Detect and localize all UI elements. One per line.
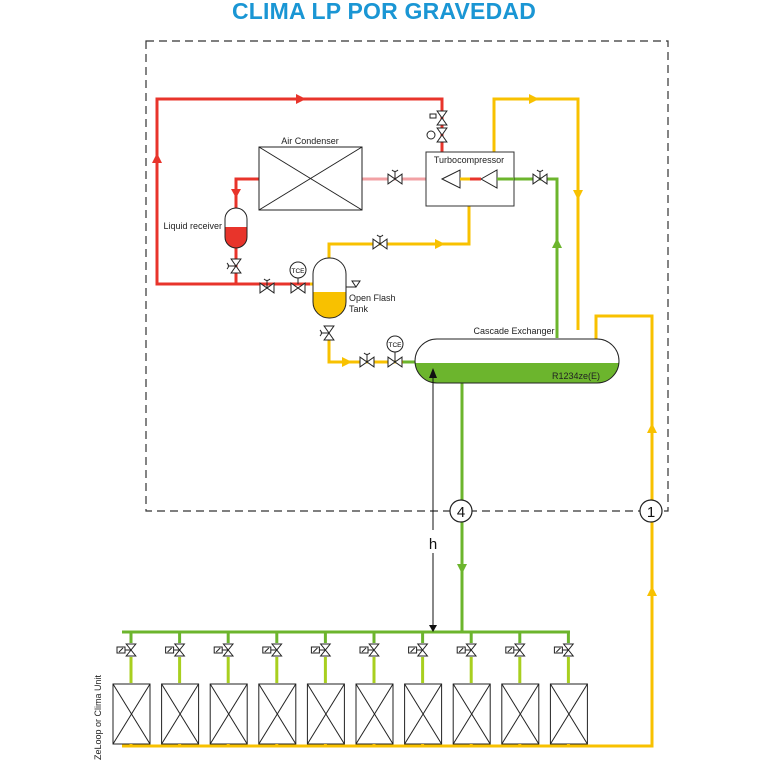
liquid-line bbox=[122, 97, 654, 748]
units-label: ZeLoop or Clima Unit bbox=[93, 674, 103, 760]
open-flash-tank-label: Open Flash bbox=[349, 293, 396, 303]
svg-text:1: 1 bbox=[647, 504, 655, 521]
svg-text:TCE: TCE bbox=[389, 342, 403, 349]
open-flash-tank-label-2: Tank bbox=[349, 304, 369, 314]
air-condenser-label: Air Condenser bbox=[281, 136, 339, 146]
tce-instrument: TCE bbox=[386, 335, 404, 362]
clima-unit[interactable] bbox=[501, 632, 540, 747]
height-label: h bbox=[429, 536, 437, 553]
solenoid-valve-icon[interactable] bbox=[310, 643, 332, 657]
pressure-gauge-icon bbox=[426, 113, 437, 140]
flow-arrow-icon bbox=[573, 190, 583, 200]
solenoid-valve-icon[interactable] bbox=[213, 643, 235, 657]
clima-unit[interactable] bbox=[549, 632, 588, 747]
solenoid-valve-icon[interactable] bbox=[553, 643, 575, 657]
solenoid-valve-icon[interactable] bbox=[359, 643, 380, 657]
valve-icon[interactable] bbox=[290, 282, 306, 294]
solenoid-valve-icon[interactable] bbox=[165, 643, 186, 657]
node-1[interactable]: 1 bbox=[639, 499, 663, 523]
valve-icon[interactable] bbox=[532, 169, 548, 185]
system-boundary bbox=[145, 40, 669, 512]
valve-icon[interactable] bbox=[372, 234, 388, 250]
clima-unit[interactable] bbox=[209, 632, 248, 747]
flow-arrow-icon bbox=[647, 586, 657, 596]
tce-instrument: TCE bbox=[289, 261, 307, 284]
cascade-exchanger-label: Cascade Exchanger bbox=[473, 326, 554, 336]
flow-arrow-icon bbox=[529, 94, 539, 104]
flow-arrow-icon bbox=[296, 94, 306, 104]
flow-arrow-icon bbox=[342, 357, 352, 367]
node-4[interactable]: 4 bbox=[449, 499, 473, 523]
valve-icon[interactable] bbox=[359, 352, 375, 368]
solenoid-valve-icon[interactable] bbox=[116, 643, 137, 657]
clima-unit[interactable] bbox=[452, 632, 491, 747]
flow-arrow-icon bbox=[152, 153, 162, 163]
air-condenser[interactable] bbox=[258, 146, 363, 211]
clima-unit[interactable] bbox=[355, 632, 394, 747]
turbocompressor-label: Turbocompressor bbox=[434, 155, 504, 165]
liquid-receiver-label: Liquid receiver bbox=[163, 221, 222, 231]
clima-unit[interactable] bbox=[306, 632, 345, 747]
valve-icon[interactable] bbox=[226, 258, 242, 274]
clima-unit[interactable] bbox=[112, 632, 151, 747]
valve-icon[interactable] bbox=[436, 127, 448, 143]
valve-icon[interactable] bbox=[319, 325, 335, 341]
refrigerant-label: R1234ze(E) bbox=[552, 371, 600, 381]
liquid-receiver[interactable] bbox=[224, 207, 248, 249]
arrow-down-icon bbox=[429, 625, 437, 632]
flow-arrow-icon bbox=[647, 423, 657, 433]
valve-icon[interactable] bbox=[259, 278, 275, 294]
solenoid-valve-icon[interactable] bbox=[408, 643, 429, 657]
solenoid-valve-icon[interactable] bbox=[505, 643, 526, 657]
flow-arrow-icon bbox=[231, 189, 241, 198]
flow-arrow-icon bbox=[435, 239, 445, 249]
flow-arrow-icon bbox=[552, 238, 562, 248]
valve-icon[interactable] bbox=[387, 169, 403, 185]
clima-unit[interactable] bbox=[258, 632, 297, 747]
diagram-title: CLIMA LP POR GRAVEDAD bbox=[231, 0, 537, 24]
svg-text:4: 4 bbox=[457, 504, 465, 521]
clima-unit[interactable] bbox=[161, 632, 200, 747]
clima-unit[interactable] bbox=[404, 632, 443, 747]
open-flash-tank[interactable] bbox=[312, 257, 361, 319]
solenoid-valve-icon[interactable] bbox=[262, 643, 283, 657]
green-loop-line bbox=[122, 177, 570, 634]
flow-arrow-icon bbox=[457, 564, 467, 574]
cascade-exchanger[interactable] bbox=[414, 338, 620, 384]
solenoid-valve-icon[interactable] bbox=[456, 643, 478, 657]
arrow-up-icon bbox=[429, 368, 437, 378]
svg-text:TCE: TCE bbox=[292, 268, 306, 275]
valve-icon[interactable] bbox=[436, 110, 448, 126]
